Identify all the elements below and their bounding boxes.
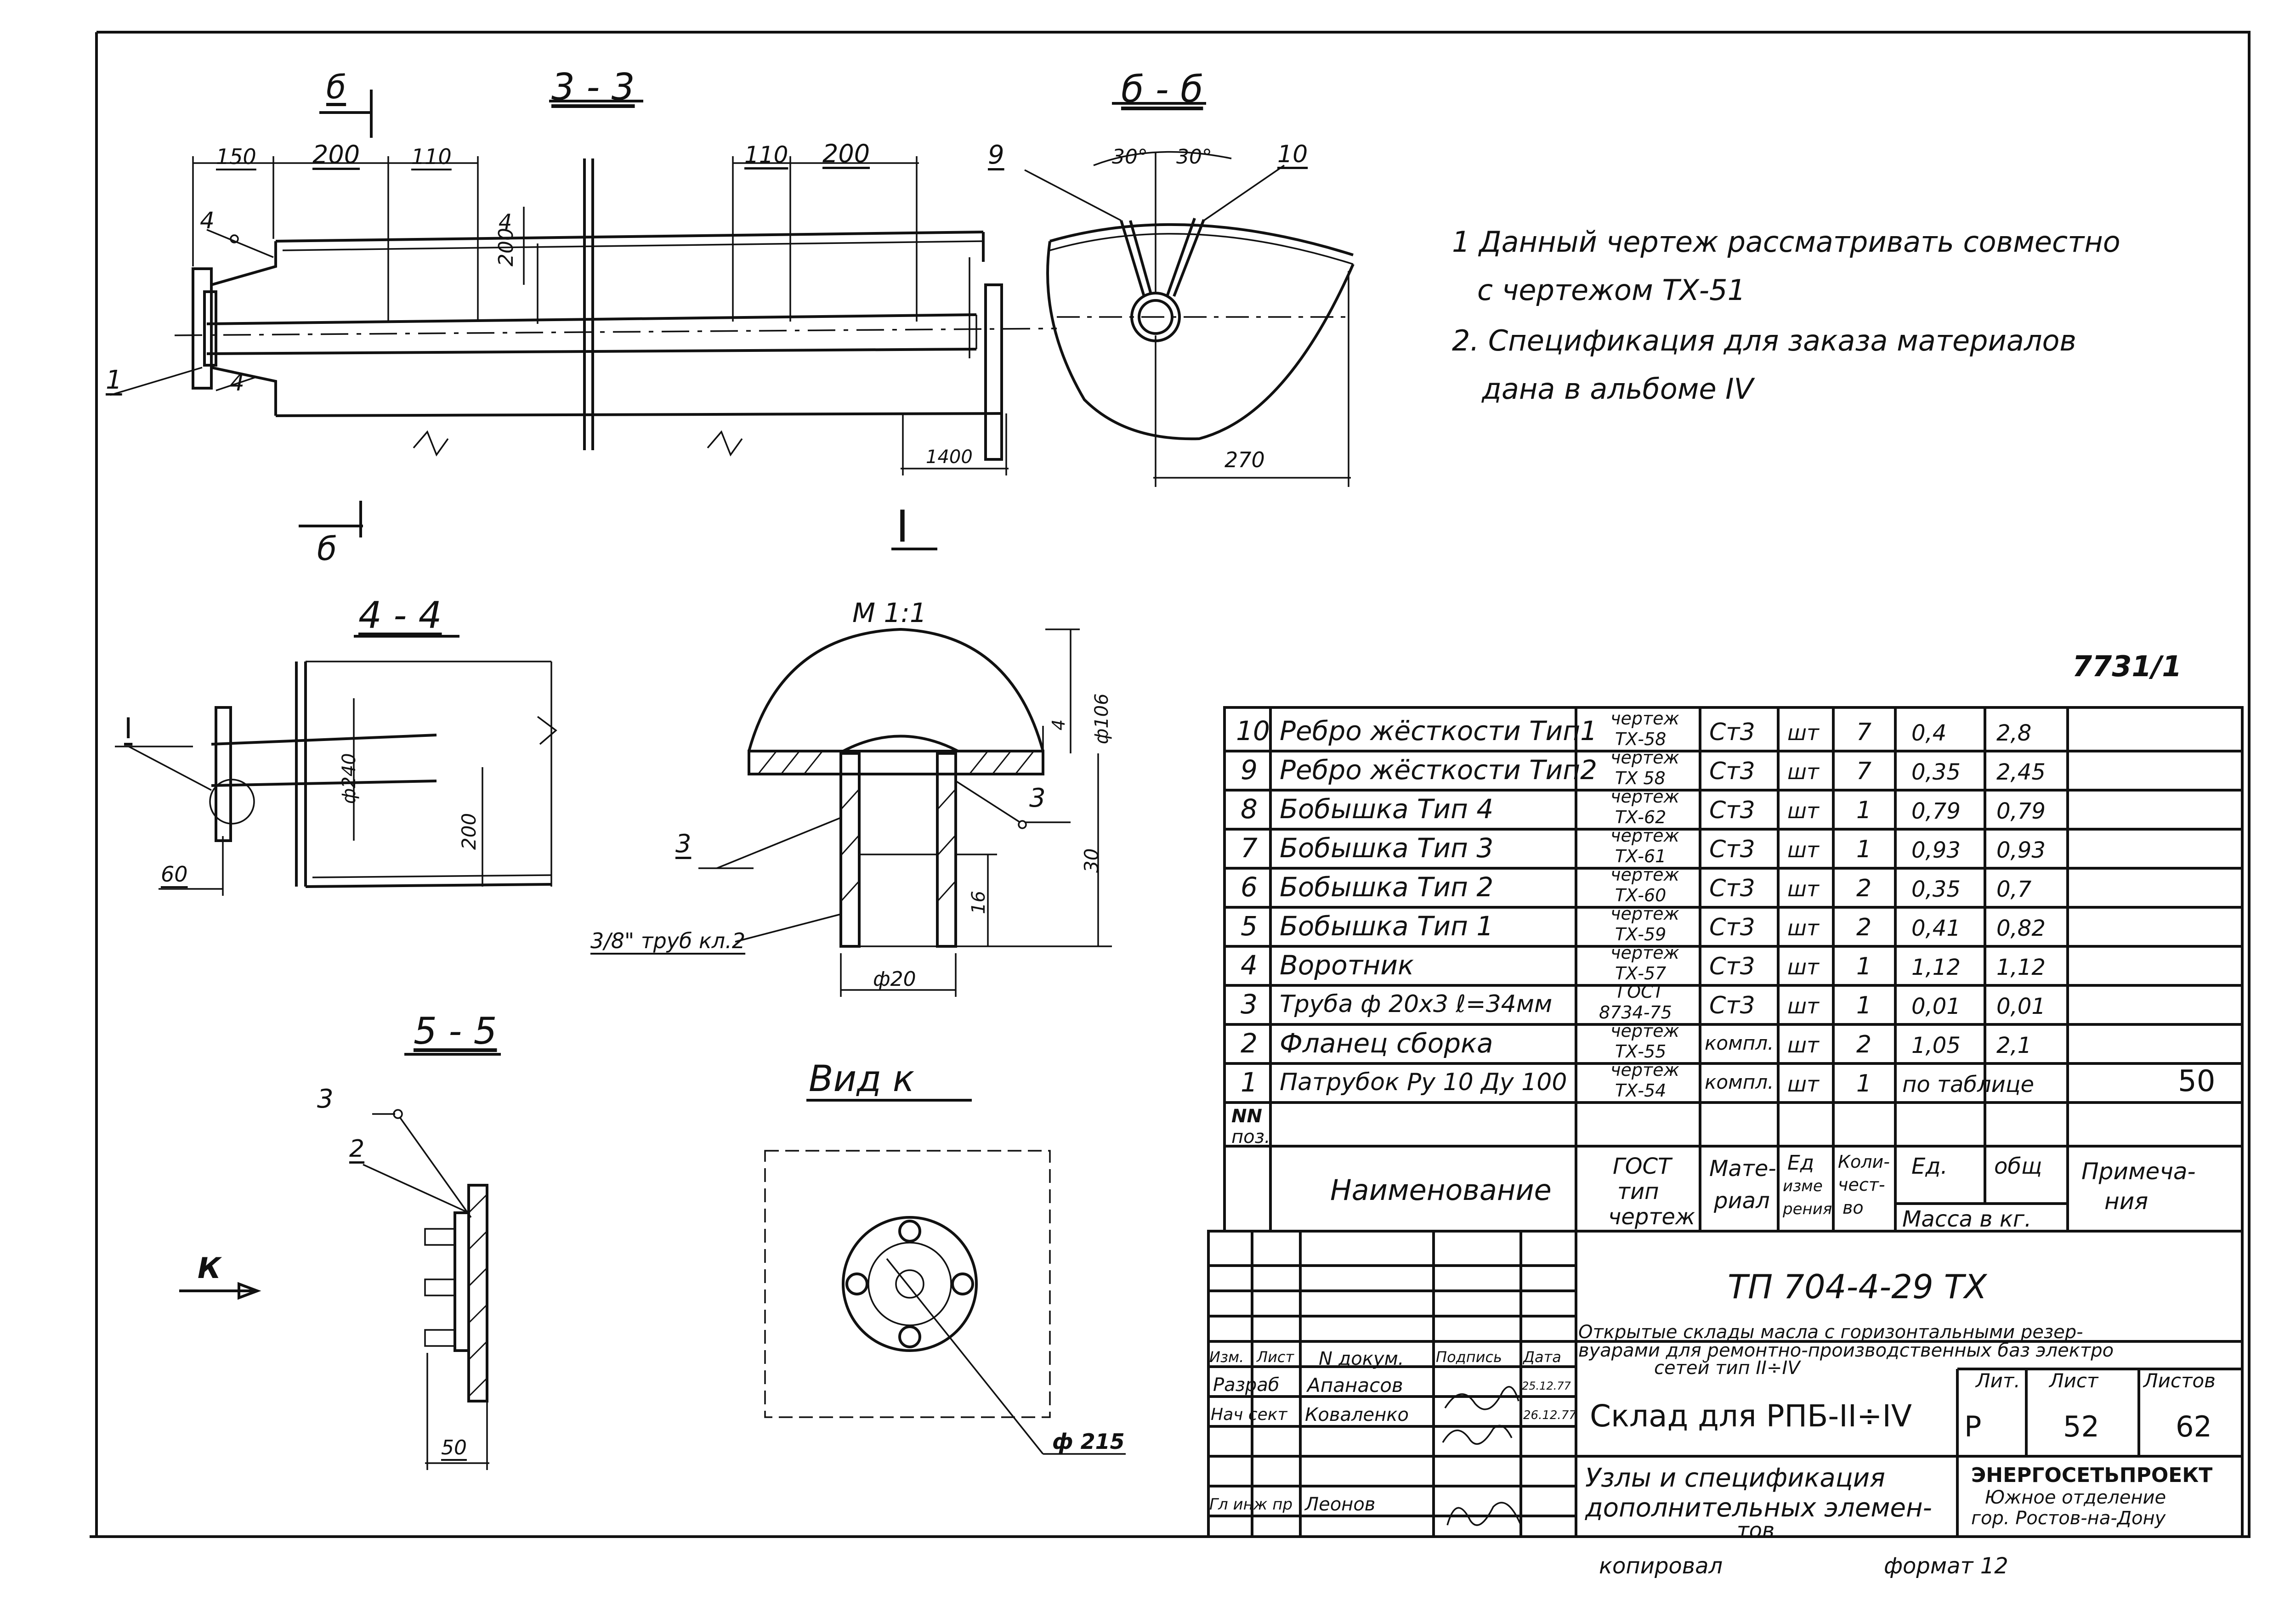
org-name: ЭНЕРГОСЕТЬПРОЕКТ (1971, 1464, 2213, 1487)
format-label: формат 12 (1884, 1553, 2008, 1579)
section-4-4-drawing (115, 635, 557, 896)
sheet-title: Склад для РПБ-II÷IV (1590, 1398, 1912, 1434)
role-chief-engineer: Гл инж пр (1209, 1495, 1293, 1514)
callout-1: 1 (106, 365, 122, 395)
section-3-3-drawing (110, 90, 1057, 475)
dim-110-right: 110 (744, 141, 788, 168)
callout-3-detail: 3 (675, 829, 692, 858)
detail-i-drawing (698, 548, 1112, 997)
title-block-grid (1207, 1230, 2244, 1538)
lit-value: Р (1964, 1410, 1982, 1443)
cut-marker-b-bottom-label: б (317, 530, 337, 568)
dim-d106: ф106 (1091, 693, 1112, 744)
sheet-frame (90, 31, 2251, 1538)
note-2-line-2: дана в альбоме IV (1482, 372, 1753, 406)
callout-3-section-5: 3 (317, 1084, 334, 1114)
dim-150: 150 (216, 144, 256, 169)
dim-16: 16 (968, 891, 989, 914)
lit-header: Лит. (1976, 1369, 2020, 1392)
callout-2: 2 (349, 1135, 365, 1163)
dim-d20: ф20 (873, 967, 916, 991)
callout-i: I (124, 712, 133, 745)
sheet-number: 52 (2063, 1410, 2099, 1443)
document-number: 7731/1 (2072, 650, 2182, 683)
name-section-head: Коваленко (1305, 1404, 1409, 1425)
project-desc-1: Открытые склады масла с горизонтальными … (1578, 1322, 2083, 1343)
date-developer: 25.12.77 (1522, 1380, 1571, 1392)
role-developer: Разраб (1213, 1374, 1280, 1396)
dim-d240: ф240 (339, 753, 360, 804)
pipe-note: 3/8" труб кл.2 (590, 928, 746, 953)
hdr-date: Дата (1523, 1348, 1561, 1366)
detail-i-title: I (896, 502, 909, 552)
spec-table-grid (1223, 706, 2244, 1233)
note-1-line-1: 1 Данный чертеж рассматривать совместно (1452, 225, 2120, 259)
dim-30: 30 (1080, 848, 1103, 873)
list-header: Лист (2049, 1369, 2098, 1392)
section-b-b-title: б - б (1121, 68, 1203, 111)
subtitle-1: Узлы и спецификация (1585, 1463, 1885, 1493)
view-k-drawing (764, 1099, 1126, 1455)
callout-4-bottom: 4 (230, 369, 244, 396)
subtitle-2: дополнительных элемен- (1585, 1493, 1932, 1523)
org-branch: Южное отделение (1985, 1487, 2166, 1508)
callout-4-top: 4 (200, 207, 215, 234)
section-3-3-title: 3 - 3 (551, 66, 635, 108)
callout-3-weld: 3 (1029, 783, 1046, 813)
hdr-doc: N докум. (1319, 1348, 1404, 1369)
hdr-list: Лист (1257, 1348, 1294, 1366)
sheet-total: 62 (2176, 1410, 2212, 1443)
section-4-4-title: 4 - 4 (358, 594, 442, 637)
angle-30-right: 30° (1176, 145, 1212, 169)
dim-110-left: 110 (411, 144, 452, 169)
dim-270: 270 (1225, 447, 1265, 472)
cut-marker-b-top: б (326, 68, 346, 106)
copied-label: копировал (1599, 1553, 1723, 1579)
org-city: гор. Ростов-на-Дону (1971, 1508, 2166, 1529)
section-5-5-drawing (179, 1053, 501, 1470)
dim-1400: 1400 (926, 447, 973, 468)
view-k-title: Вид к (809, 1058, 915, 1100)
date-section-head: 26.12.77 (1523, 1408, 1576, 1422)
project-desc-2: вуарами для ремонтно-производственных ба… (1578, 1340, 2114, 1361)
dim-200-right: 200 (822, 139, 870, 168)
callout-4-mid: 4 (499, 209, 512, 234)
view-k-arrow-label: К (198, 1251, 221, 1285)
angle-30-left: 30° (1112, 145, 1148, 169)
hdr-sign: Подпись (1436, 1348, 1502, 1366)
hdr-izm: Изм. (1209, 1348, 1244, 1366)
dim-4: 4 (1049, 719, 1069, 730)
listov-header: Листов (2143, 1369, 2216, 1392)
dim-60: 60 (161, 862, 188, 887)
callout-10: 10 (1277, 141, 1308, 168)
note-2-line-1: 2. Спецификация для заказа материалов (1452, 324, 2076, 357)
name-chief-engineer: Леонов (1305, 1494, 1376, 1515)
role-section-head: Нач сект (1211, 1405, 1287, 1424)
signature-scribbles (1442, 1386, 1522, 1526)
dim-200-left: 200 (312, 140, 360, 169)
dim-d215: ф 215 (1052, 1429, 1125, 1454)
section-b-b-drawing (1024, 102, 1355, 487)
project-code: ТП 704-4-29 ТХ (1728, 1267, 1987, 1306)
dim-200-section-4: 200 (458, 813, 480, 850)
detail-scale: М 1:1 (852, 597, 927, 628)
note-1-line-2: с чертежом ТХ-51 (1477, 273, 1746, 307)
name-developer: Апанасов (1307, 1374, 1403, 1397)
project-desc-3: сетей тип II÷IV (1654, 1357, 1800, 1379)
cut-marker-b-bottom (299, 501, 363, 537)
subtitle-3: тов (1737, 1518, 1775, 1543)
section-5-5-title: 5 - 5 (414, 1010, 497, 1052)
callout-9: 9 (988, 140, 1004, 170)
dim-50: 50 (441, 1436, 467, 1459)
